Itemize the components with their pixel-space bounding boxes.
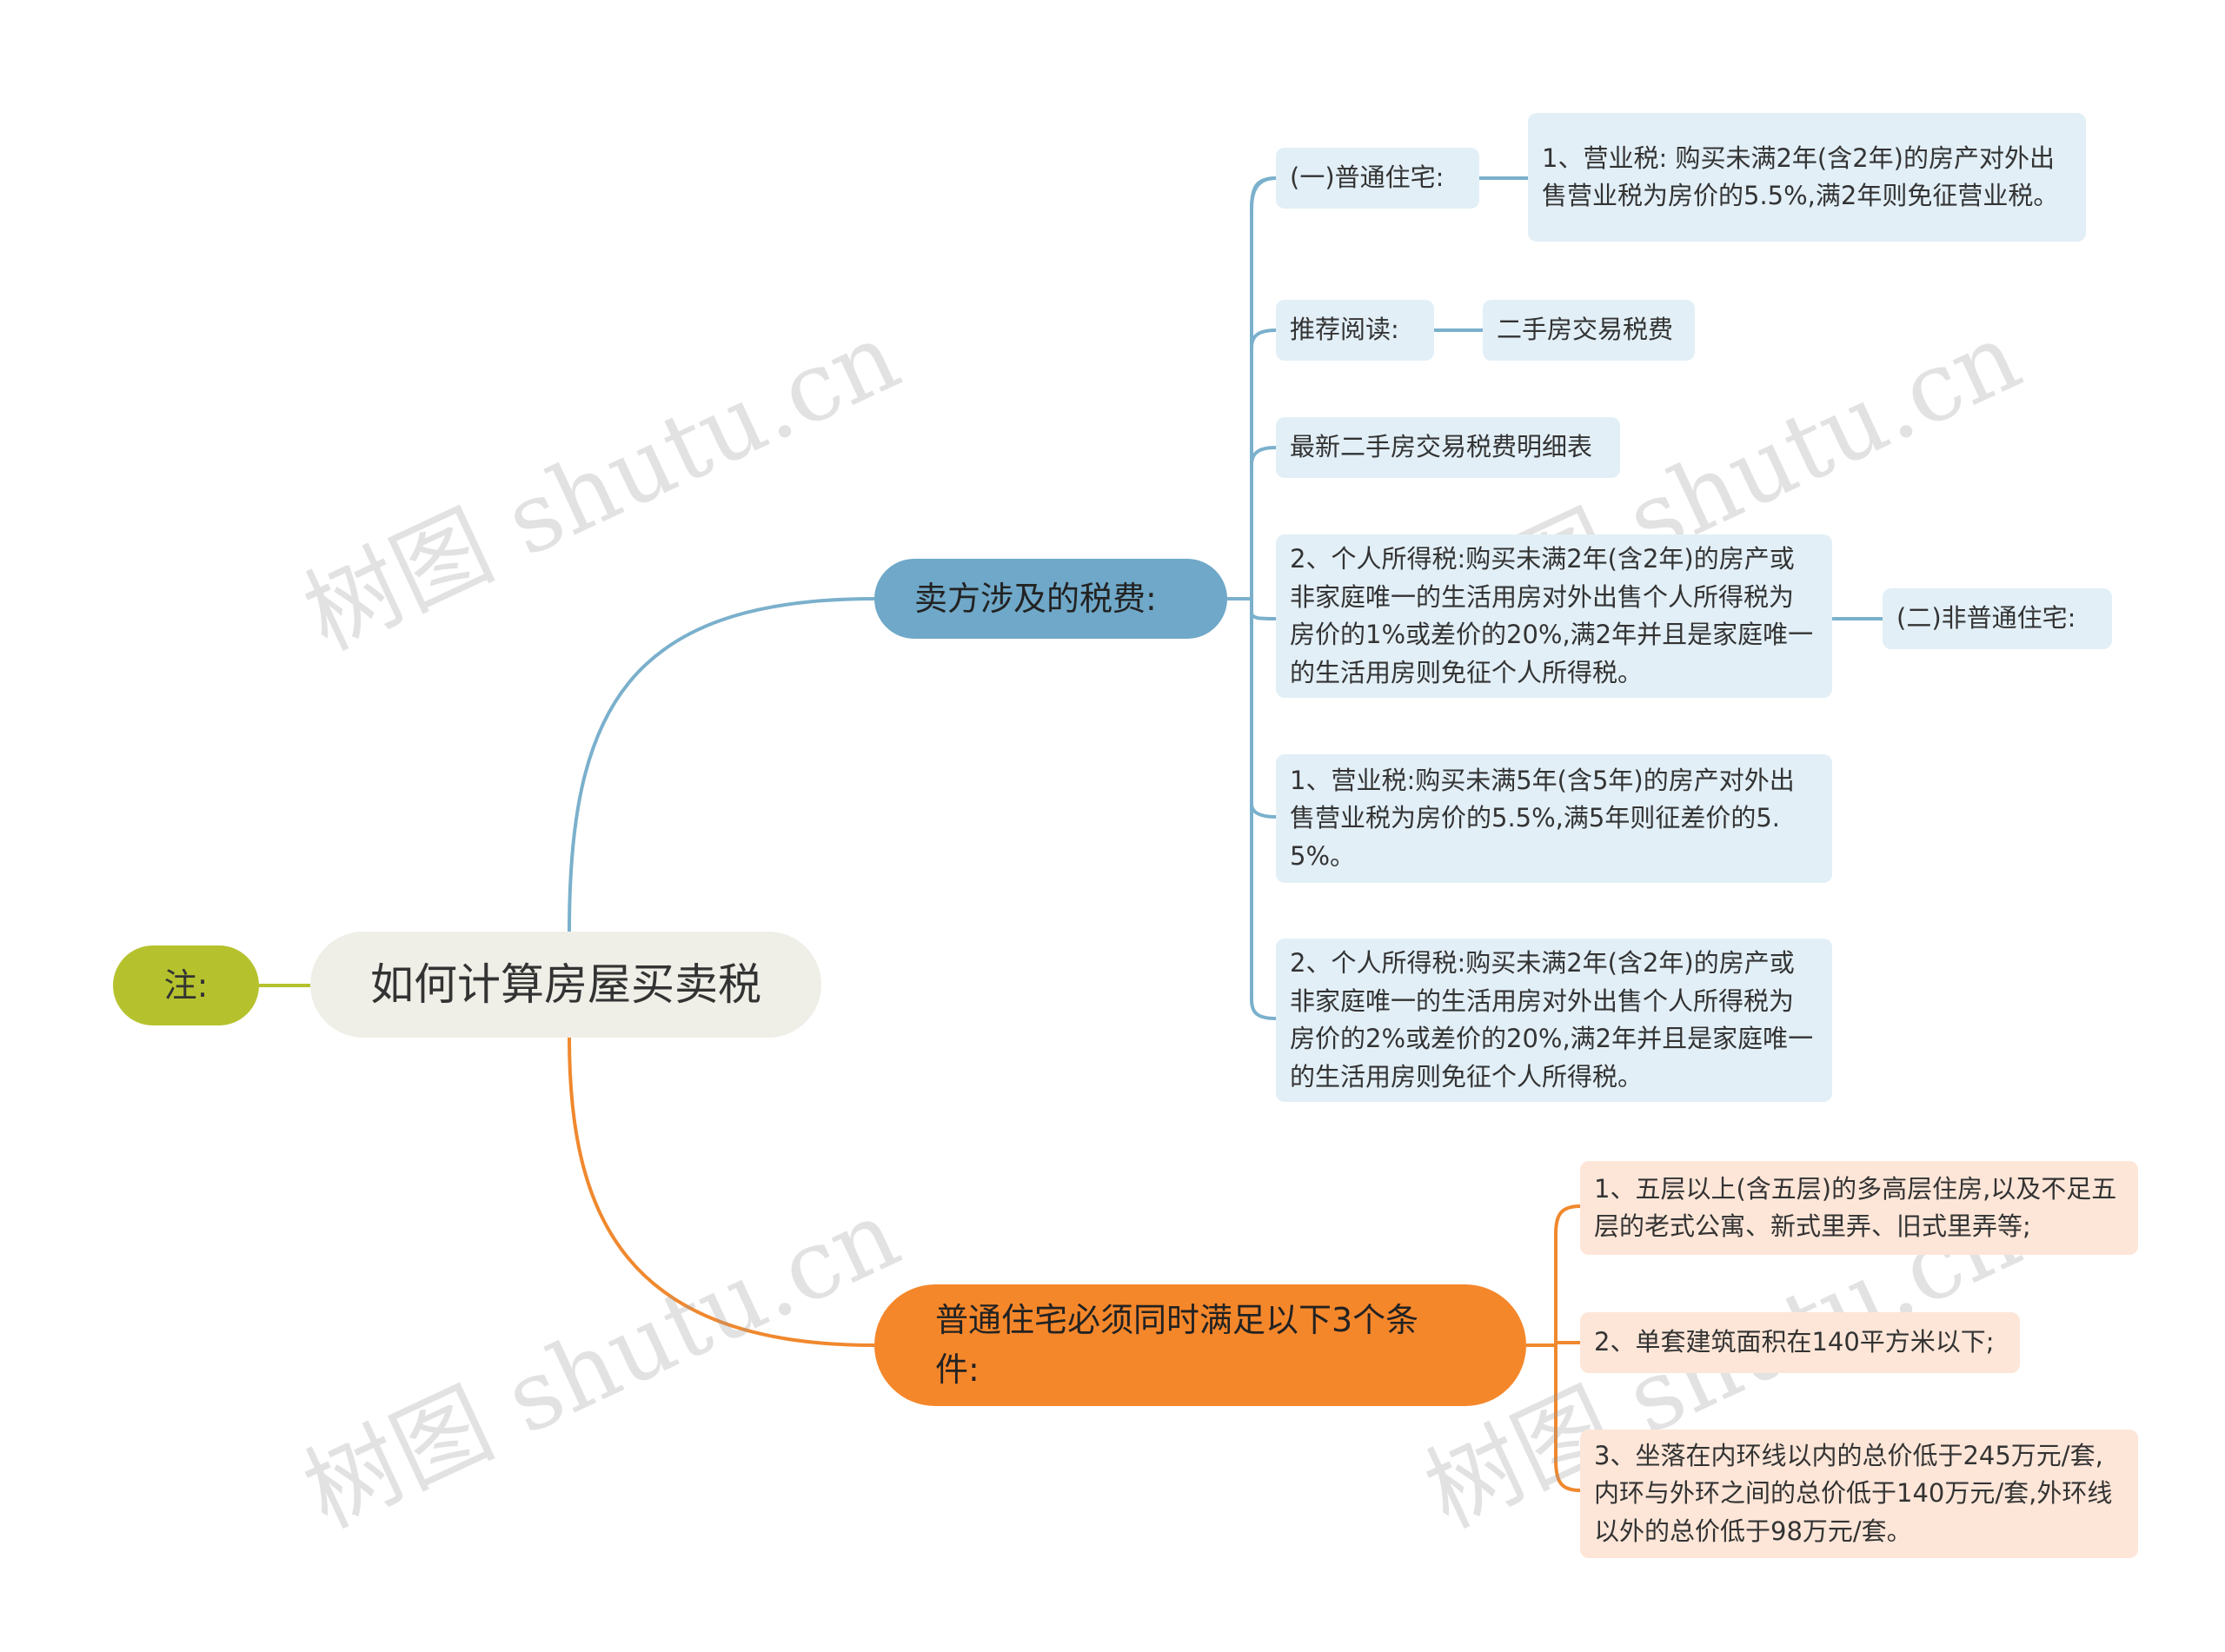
seller-item-recommended[interactable]: 推荐阅读: <box>1276 300 1434 361</box>
link-s1 <box>1250 176 1277 209</box>
link-s2 <box>1250 328 1277 348</box>
seller-item-latest-table[interactable]: 最新二手房交易税费明细表 <box>1276 417 1620 478</box>
note-node[interactable]: 注: <box>113 945 259 1025</box>
condition-item-1[interactable]: 1、五层以上(含五层)的多高层住房,以及不足五层的老式公寓、新式里弄、旧式里弄等… <box>1580 1161 2138 1255</box>
link-s4 <box>1250 612 1277 620</box>
seller-item-ordinary-business-tax[interactable]: 1、营业税: 购买未满2年(含2年)的房产对外出售营业税为房价的5.5%,满2年… <box>1528 113 2086 242</box>
branch-ordinary-conditions[interactable]: 普通住宅必须同时满足以下3个条件: <box>874 1284 1526 1406</box>
conditions-bracket <box>1554 1204 1581 1492</box>
seller-item-non-ordinary-housing[interactable]: (二)非普通住宅: <box>1883 588 2112 649</box>
seller-bracket <box>1250 176 1277 1020</box>
branch-seller-taxes[interactable]: 卖方涉及的税费: <box>874 559 1227 639</box>
seller-item-recommended-link[interactable]: 二手房交易税费 <box>1483 300 1695 361</box>
link-s3 <box>1250 446 1277 466</box>
link-s5 <box>1250 803 1277 819</box>
seller-item-non-ordinary-income-tax[interactable]: 2、个人所得税:购买未满2年(含2年)的房产或非家庭唯一的生活用房对外出售个人所… <box>1276 939 1832 1102</box>
link-root-conditions <box>568 1037 875 1347</box>
seller-item-ordinary-income-tax[interactable]: 2、个人所得税:购买未满2年(含2年)的房产或非家庭唯一的生活用房对外出售个人所… <box>1276 534 1832 698</box>
root-topic[interactable]: 如何计算房屋买卖税 <box>310 932 821 1038</box>
seller-item-non-ordinary-business-tax[interactable]: 1、营业税:购买未满5年(含5年)的房产对外出售营业税为房价的5.5%,满5年则… <box>1276 754 1832 883</box>
link-root-seller <box>568 597 875 932</box>
condition-item-2[interactable]: 2、单套建筑面积在140平方米以下; <box>1580 1312 2020 1373</box>
seller-item-ordinary-housing[interactable]: (一)普通住宅: <box>1276 148 1479 209</box>
condition-item-3[interactable]: 3、坐落在内环线以内的总价低于245万元/套,内环与外环之间的总价低于140万元… <box>1580 1430 2138 1558</box>
